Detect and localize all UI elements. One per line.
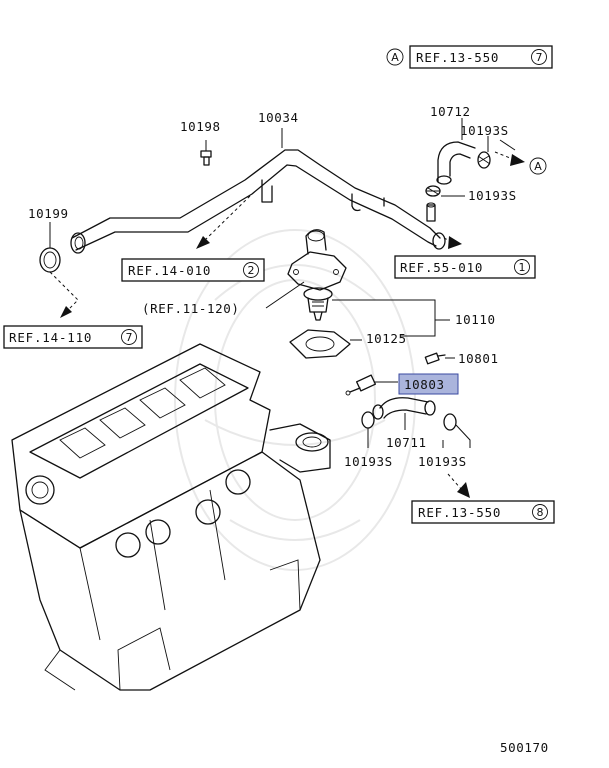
ref-14-110[interactable]: REF.14-110 7	[3, 325, 143, 349]
bolt-10198[interactable]	[200, 150, 212, 166]
svg-text:REF.13-550: REF.13-550	[418, 505, 501, 520]
hose-10712[interactable]	[436, 141, 476, 185]
thermostat[interactable]	[303, 287, 333, 321]
label-10110[interactable]: 10110	[455, 312, 496, 327]
svg-text:2: 2	[248, 264, 255, 277]
svg-text:1: 1	[519, 261, 526, 274]
marker-a[interactable]	[529, 157, 547, 175]
ref-13-550-bottom[interactable]: REF.13-550 8	[411, 500, 555, 524]
sender-10803[interactable]	[345, 374, 377, 396]
label-10803[interactable]: 10803	[404, 377, 445, 392]
gasket-10125[interactable]	[289, 329, 351, 359]
label-10193s-b[interactable]: 10193S	[468, 188, 517, 203]
svg-text:7: 7	[126, 331, 133, 344]
label-10198[interactable]: 10198	[180, 119, 221, 134]
cylinder-block	[19, 451, 321, 691]
hose-clamp-lower[interactable]	[425, 185, 441, 197]
diagram-number: 500170	[500, 740, 549, 755]
thermostat-case[interactable]	[287, 229, 347, 291]
label-10193s-a[interactable]: 10193S	[460, 123, 509, 138]
svg-text:REF.14-010: REF.14-010	[128, 263, 211, 278]
label-10711[interactable]: 10711	[386, 435, 427, 450]
ref-top-right[interactable]: A REF.13-550 7	[386, 45, 553, 69]
label-10801[interactable]: 10801	[458, 351, 499, 366]
hose-clamp-top[interactable]	[477, 151, 491, 169]
svg-text:REF.14-110: REF.14-110	[9, 330, 92, 345]
label-10193s-c[interactable]: 10193S	[344, 454, 393, 469]
hose-10711[interactable]	[372, 397, 436, 420]
svg-text:REF.13-550: REF.13-550	[416, 50, 499, 65]
hose-clamp-d[interactable]	[443, 413, 457, 431]
label-ref-11-120[interactable]: (REF.11-120)	[142, 301, 240, 316]
water-pipe-10034[interactable]	[70, 149, 446, 254]
label-10199[interactable]: 10199	[28, 206, 69, 221]
ref-55-010[interactable]: REF.55-010 1	[394, 255, 536, 279]
label-10193s-d[interactable]: 10193S	[418, 454, 467, 469]
label-10125[interactable]: 10125	[366, 331, 407, 346]
sensor-10801[interactable]	[424, 352, 446, 365]
svg-text:REF.55-010: REF.55-010	[400, 260, 483, 275]
ref-14-010[interactable]: REF.14-010 2	[121, 258, 265, 282]
svg-text:7: 7	[536, 51, 543, 64]
label-10034[interactable]: 10034	[258, 110, 299, 125]
svg-text:8: 8	[537, 506, 544, 519]
hose-clamp-c[interactable]	[361, 411, 375, 429]
cylinder-head	[11, 343, 331, 549]
o-ring-10199[interactable]	[39, 247, 61, 273]
svg-text:A: A	[534, 160, 542, 173]
highlight-10803	[398, 373, 459, 395]
label-10712[interactable]: 10712	[430, 104, 471, 119]
svg-text:A: A	[391, 51, 399, 64]
